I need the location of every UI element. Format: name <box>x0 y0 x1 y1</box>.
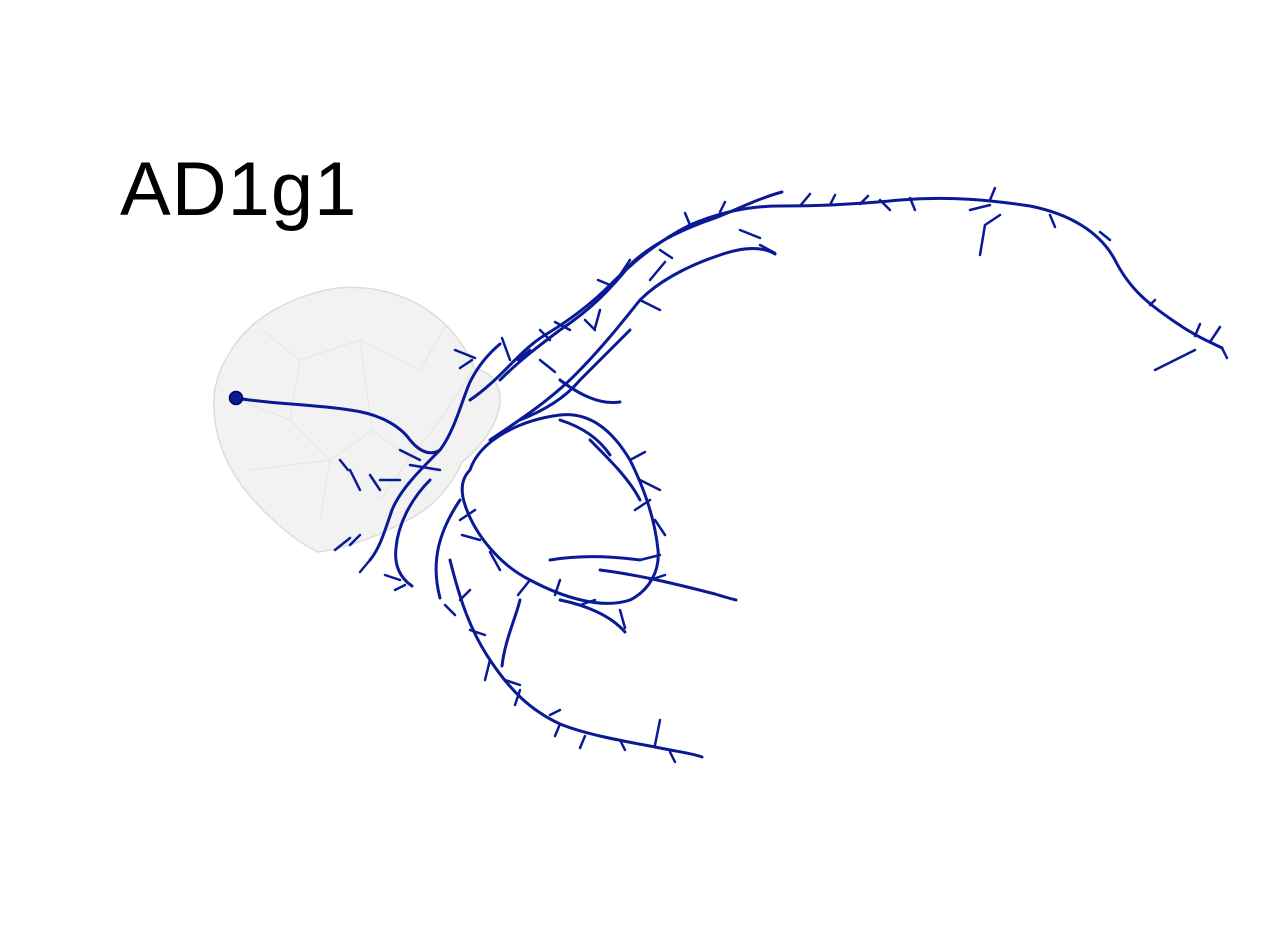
twig-cluster-left <box>333 348 477 592</box>
upper-arc-tertiary <box>488 247 777 442</box>
lower-descending-2 <box>500 598 522 668</box>
twig-cluster-arc <box>500 248 674 374</box>
neuropil-mesh <box>213 286 501 553</box>
right-mid-branch <box>558 378 642 502</box>
neuropil-facet-lines <box>239 324 475 521</box>
upper-arc-secondary <box>498 190 784 382</box>
right-lower-branch <box>548 555 642 634</box>
upper-arc-lower <box>518 328 632 422</box>
lower-descending <box>448 558 704 759</box>
neuropil-volume <box>213 286 501 553</box>
twig-cluster-lower <box>443 588 677 764</box>
lower-ring <box>460 413 660 605</box>
twig-cluster-ring <box>458 450 667 630</box>
neuron-label: AD1g1 <box>120 147 358 232</box>
primary-neurite <box>234 342 502 455</box>
soma <box>228 390 244 406</box>
neuron-skeleton <box>234 186 1229 764</box>
upper-arc-main <box>468 196 1224 402</box>
lower-extension <box>598 568 738 602</box>
twig-cluster-top <box>683 186 1229 372</box>
